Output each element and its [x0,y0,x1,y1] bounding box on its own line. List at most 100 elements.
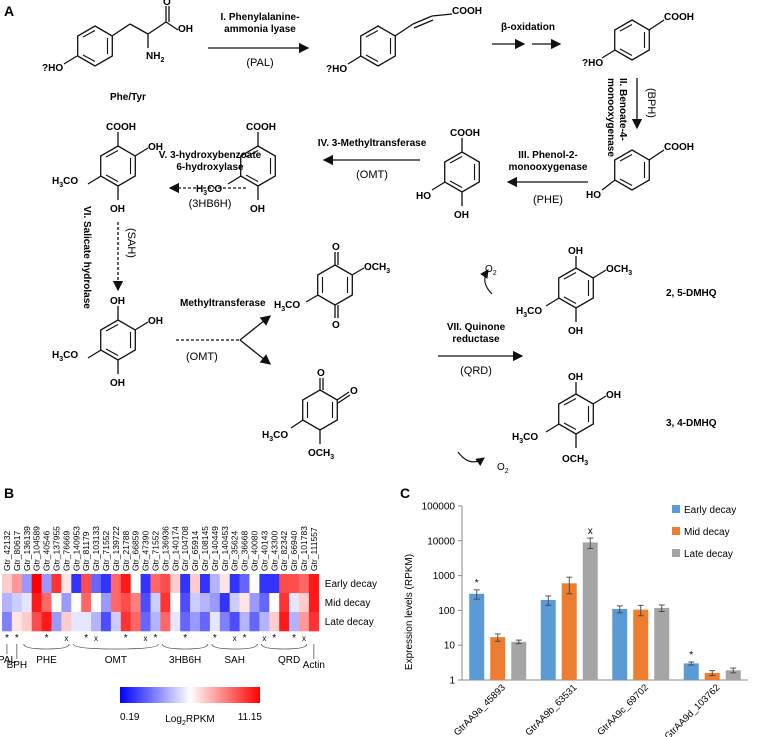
dmhq25-label: 2, 5-DMHQ [666,288,717,299]
svg-text:COOH: COOH [452,6,482,17]
panel-label-c: C [400,485,410,501]
heatmap-row-label: Late decay [325,617,374,628]
svg-text:COOH: COOH [664,12,694,23]
heatmap-cell [289,574,300,594]
heatmap-cell [91,574,102,594]
heatmap-cell [41,574,52,594]
heatmap-cell [160,574,171,594]
marker-star: * [5,633,9,644]
step2-name: II. Benoate-4- [617,78,628,141]
heatmap-cell [200,593,211,613]
svg-text:H3CO: H3CO [274,300,300,313]
svg-text:OCH3: OCH3 [562,454,588,467]
group-bracket [162,643,209,650]
marker-star: * [124,633,128,644]
heatmap-cell [81,593,92,613]
heatmap-cell [71,574,82,594]
svg-text:O: O [332,320,340,331]
heatmap-cell [2,574,13,594]
svg-text:OH: OH [178,24,193,35]
legend-label: Early decay [684,505,736,516]
heatmap-cell [170,593,181,613]
legend-max: 11.15 [238,712,263,723]
heatmap-cell [249,593,260,613]
heatmap-cell [249,574,260,594]
compound-coumaric-acid: COOH ?HO [326,6,482,75]
marker-star: * [15,633,19,644]
svg-text:OH: OH [250,204,265,215]
svg-text:monooxygenase: monooxygenase [509,162,588,173]
gene-label: Gtr_139722 [111,526,121,571]
heatmap-cell [269,574,280,594]
heatmap-cell [71,612,82,632]
heatmap-cell [170,574,181,594]
gene-label: Gtr_35624 [230,531,240,571]
step6-abbr: (SAH) [125,228,137,258]
svg-text:OH: OH [568,326,583,337]
heatmap-cell [61,574,72,594]
marker-star: * [292,633,296,644]
heatmap-cell [190,593,201,613]
marker-star: * [213,633,217,644]
gene-label: Gtr_40143 [259,531,269,571]
marker-star: * [183,633,187,644]
heatmap-cell [299,574,310,594]
svg-text:O: O [350,386,358,397]
heatmap-cell [279,612,290,632]
svg-text:O: O [163,0,171,8]
y-tick-label: 100 [438,606,455,617]
svg-text:COOH: COOH [450,128,480,139]
heatmap-cell [259,574,270,594]
heatmap-cell [81,612,92,632]
heatmap-cell [101,612,112,632]
svg-text:H3CO: H3CO [516,306,542,319]
bar [511,641,527,680]
gene-label: Gtr_140953 [71,526,81,571]
svg-text:O2: O2 [497,462,509,475]
svg-text:HO: HO [416,191,431,202]
heatmap-cell [279,574,290,594]
group-bracket [72,643,159,650]
bar-annotation: * [475,578,479,589]
dmhq34-label: 3, 4-DMHQ [666,418,717,429]
svg-text:O: O [317,368,325,379]
compound-quinone-top: O O OCH3 H3CO [274,242,390,331]
heatmap-cell [239,574,250,594]
y-tick-label: 10 [444,641,456,652]
svg-text:6-hydroxylase: 6-hydroxylase [176,162,244,173]
heatmap-cell [209,593,221,613]
svg-text:OCH3: OCH3 [364,262,390,275]
marker-x: x [262,634,266,643]
compound-step5-product: COOH OH H3CO OH [52,122,163,215]
heatmap-cell [150,574,161,594]
bar [683,663,699,680]
svg-text:reductase: reductase [452,334,500,345]
marker-star: * [45,633,49,644]
heatmap-cell [11,593,23,613]
x-tick-label: GtrAA9d_103762 [663,682,723,737]
gene-label: Gtr_104708 [180,526,190,571]
heatmap-cell [140,574,151,594]
svg-text:OH: OH [148,316,163,327]
heatmap-cell [160,612,171,632]
legend-label: Log2RPKM [165,714,215,727]
gene-label: Gtr_81179 [81,531,91,571]
bar-annotation: x [588,526,593,537]
compound-34-dmhq: OH OH H3CO OCH3 3, 4-DMHQ [512,372,717,467]
svg-text:OH: OH [568,372,583,383]
expression-bar-chart: C Expression levels (RPKM) 1101001000100… [400,485,748,737]
heatmap-cell [259,593,270,613]
marker-x: x [64,634,68,643]
marker-star: * [153,633,157,644]
step7-name: VII. Quinone [447,322,506,333]
pathway-diagram: A O OH NH2 ?HO Phe/Tyr I. Phenylalanine-… [4,0,717,475]
heatmap-cell [140,612,151,632]
heatmap-cell [51,612,62,632]
legend-swatch [672,549,680,557]
heatmap-cell [180,593,191,613]
bar [540,599,556,680]
heatmap-cell [41,593,52,613]
heatmap-cell [110,612,122,632]
heatmap-cell [308,574,320,594]
